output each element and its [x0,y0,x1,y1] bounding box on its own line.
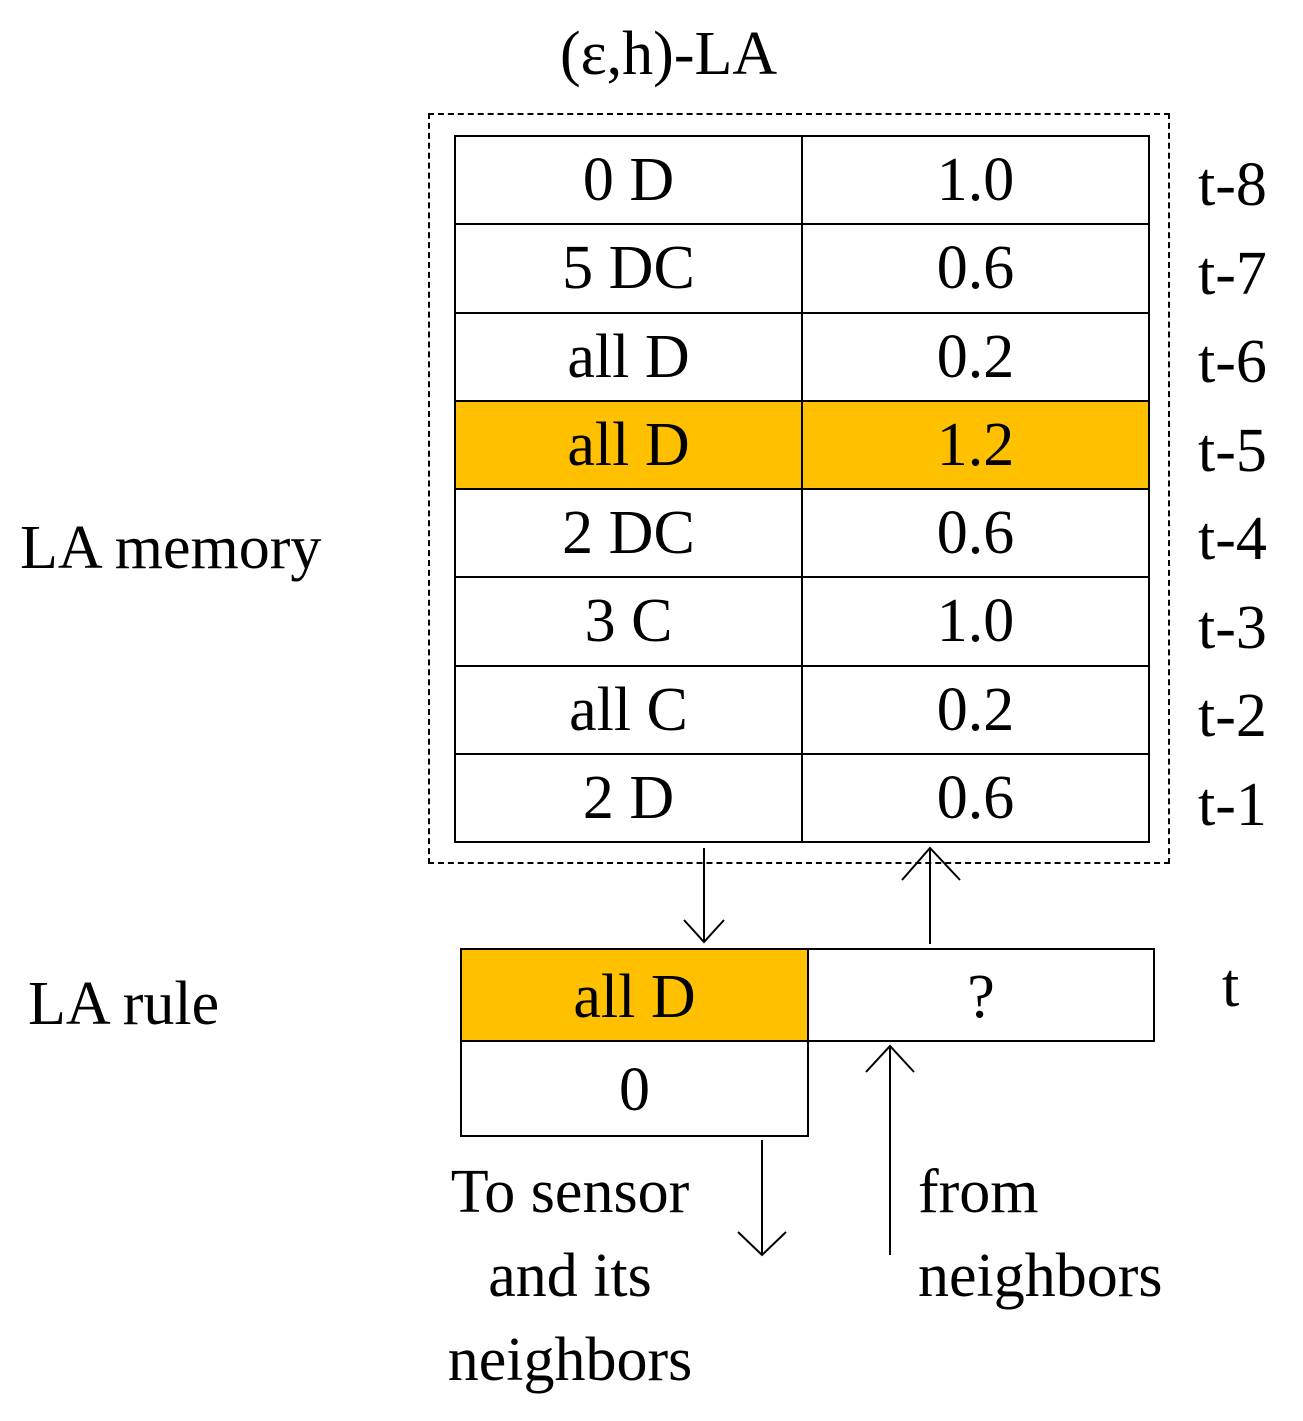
to-sensor-line-3: neighbors [447,1326,693,1394]
memory-rule-cell: all D [454,399,803,491]
memory-rule-cell: 0 D [454,134,803,226]
memory-value-cell: 0.6 [801,487,1150,579]
to-sensor-line-2: and its [488,1242,652,1310]
memory-time-label: t-4 [1198,505,1267,573]
memory-time-label: t-5 [1198,416,1267,485]
memory-value-cell: 0.2 [801,311,1150,402]
memory-time-label: t-3 [1198,593,1267,662]
to-sensor-line-1: To sensor [450,1158,690,1226]
memory-time-label: t-2 [1198,682,1267,750]
memory-value-cell: 1.0 [801,134,1150,226]
time-labels: t-8 t-7 t-6 t-5 t-4 t-3 t-2 t-1 [1198,135,1298,843]
memory-rule-cell: all D [454,311,803,402]
current-time-label: t [1222,952,1240,1020]
output-cell: 0 [460,1040,809,1137]
la-memory-label: LA memory [20,514,322,582]
diagram-title: (ε,h)-LA [560,20,778,88]
to-sensor-caption: To sensor and its neighbors [420,1150,720,1402]
current-value-cell: ? [807,948,1155,1042]
memory-value-cell: 1.0 [801,576,1150,667]
memory-rule-cell: 2 D [454,752,803,844]
arrow-memory-to-rule-head [683,919,725,944]
memory-time-label: t-7 [1198,239,1267,308]
arrow-output-to-sensor-head [737,1231,787,1257]
memory-rule-cell: 5 DC [454,223,803,314]
from-neighbors-caption: from neighbors [918,1150,1218,1318]
memory-time-label: t-8 [1198,151,1267,219]
memory-value-cell: 1.2 [801,399,1150,491]
memory-rule-cell: all C [454,664,803,755]
memory-time-label: t-6 [1198,328,1267,396]
memory-value-cell: 0.6 [801,223,1150,314]
from-neighbors-line-2: neighbors [918,1242,1163,1310]
arrow-value-to-memory-head [901,846,961,881]
memory-rule-cell: 3 C [454,576,803,667]
arrow-from-neighbors-head [865,1044,915,1073]
memory-value-cell: 0.2 [801,664,1150,755]
from-neighbors-line-1: from [918,1158,1039,1226]
memory-time-label: t-1 [1198,770,1267,839]
la-boundary [428,113,1170,864]
memory-value-cell: 0.6 [801,752,1150,844]
la-rule-label: LA rule [28,970,220,1038]
memory-rule-cell: 2 DC [454,487,803,579]
